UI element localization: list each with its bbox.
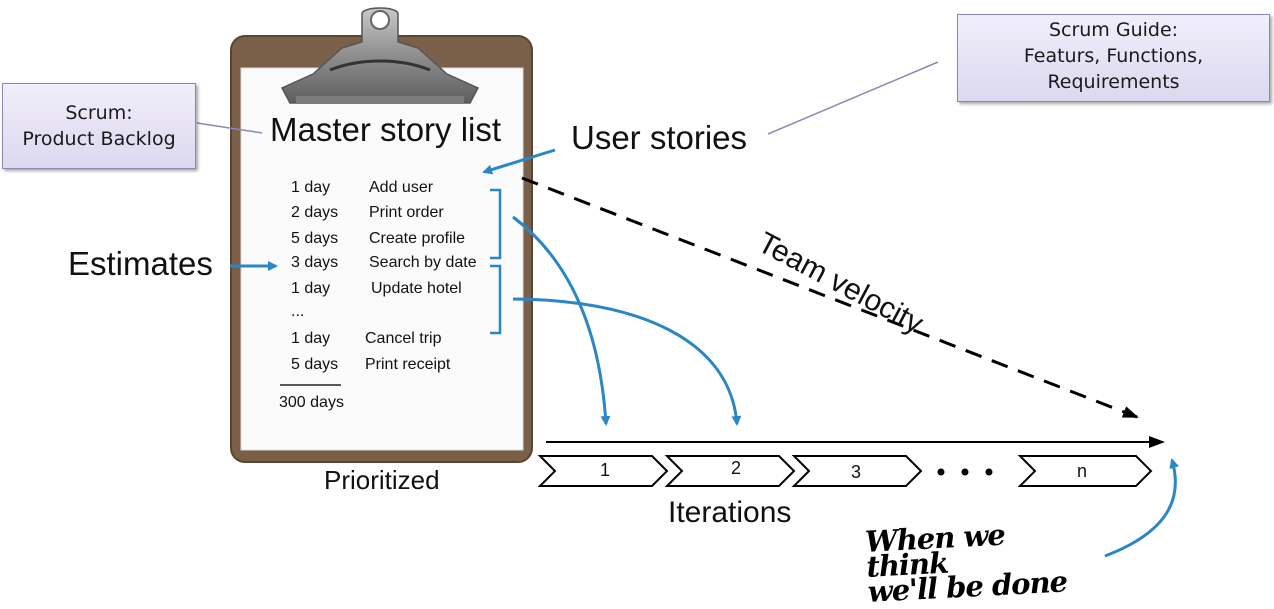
story-name: Update hotel [371, 280, 462, 297]
clipboard-paper [240, 67, 524, 451]
user-stories-arrow [482, 148, 556, 175]
story-estimate: 1 day [291, 179, 331, 196]
callout-line: Product Backlog [22, 128, 176, 150]
total-estimate: 300 days [279, 394, 344, 411]
user-stories-label: User stories [571, 119, 748, 156]
story-estimate: 5 days [291, 230, 339, 247]
iteration-number: n [1076, 461, 1087, 481]
iteration-chevron-2 [664, 455, 796, 487]
done-line: we'll be done [866, 564, 1068, 609]
clipboard-clip [280, 7, 480, 104]
backlog-connector [196, 122, 263, 134]
done-handwritten-label: When we think we'll be done [864, 518, 1093, 609]
callout-product-backlog: Scrum: Product Backlog [2, 83, 196, 169]
iteration-number: 1 [599, 460, 610, 480]
ellipsis-dot [985, 468, 993, 476]
curve-arrow-to-iteration-1 [512, 215, 611, 426]
diagram-canvas [196, 7, 1180, 558]
estimates-label: Estimates [68, 245, 213, 282]
bracket-iteration-1 [490, 188, 502, 260]
bracket-iteration-2 [490, 264, 502, 335]
sheet-title: Master story list [270, 111, 502, 148]
done-arrow [1104, 458, 1180, 558]
story-name: Search by date [369, 254, 477, 271]
curve-arrow-to-iteration-2 [512, 297, 742, 426]
story-estimate: 2 days [291, 204, 339, 221]
ellipsis-dot [961, 468, 969, 476]
iteration-number: 2 [730, 458, 741, 478]
story-name: Create profile [369, 230, 466, 247]
iteration-chevron-3 [791, 455, 923, 487]
prioritized-caption: Prioritized [324, 465, 440, 495]
callout-line: Scrum Guide: [1048, 19, 1179, 41]
story-estimate: ... [291, 303, 305, 320]
story-name: Print receipt [365, 356, 451, 373]
story-estimate: 5 days [291, 356, 339, 373]
callout-line: Requirements [1047, 71, 1180, 93]
iteration-chevron-1 [537, 455, 669, 487]
ellipsis-dot [937, 468, 945, 476]
iteration-number: 3 [850, 462, 861, 482]
story-name: Print order [369, 204, 444, 221]
story-name: Cancel trip [365, 330, 442, 347]
callout-line: Featurs, Functions, [1023, 45, 1204, 67]
iterations-label: Iterations [668, 496, 792, 529]
story-estimate: 3 days [291, 254, 339, 271]
story-estimate: 1 day [291, 330, 331, 347]
callout-scrum-guide: Scrum Guide: Featurs, Functions, Require… [957, 14, 1270, 102]
guide-connector [767, 61, 939, 135]
story-estimate: 1 day [291, 280, 331, 297]
callout-line: Scrum: [65, 102, 133, 124]
story-name: Add user [369, 179, 434, 196]
iteration-chevron-n [1017, 455, 1153, 487]
